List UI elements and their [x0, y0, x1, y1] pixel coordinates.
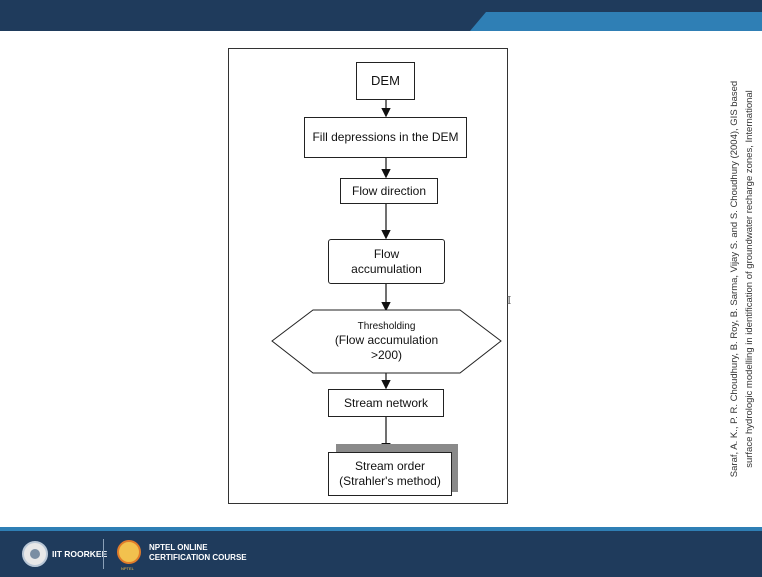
- step-flow-direction-label: Flow direction: [351, 183, 427, 198]
- text-cursor-icon: I: [507, 294, 512, 307]
- step-flow-accumulation-line1: Flow: [373, 246, 400, 261]
- step-stream-order: Stream order (Strahler's method): [328, 452, 452, 496]
- course-title-line2: CERTIFICATION COURSE: [149, 553, 247, 562]
- footer-bar: IIT ROORKEE NPTEL NPTEL ONLINE CERTIFICA…: [0, 531, 762, 577]
- step-stream-order-line2: (Strahler's method): [339, 474, 441, 488]
- step-fill-label: Fill depressions in the DEM: [312, 130, 459, 144]
- threshold-hexagon: [271, 309, 502, 374]
- step-flow-direction: Flow direction: [340, 178, 438, 204]
- step-flow-accumulation-line2: accumulation: [351, 261, 422, 276]
- step-dem-label: DEM: [371, 72, 400, 88]
- citation-block: Saraf, A. K., P. R. Choudhury, B. Roy, B…: [724, 34, 760, 524]
- footer-divider: [103, 539, 104, 569]
- step-stream-network: Stream network: [328, 389, 444, 417]
- citation-line1: Saraf, A. K., P. R. Choudhury, B. Roy, B…: [729, 80, 740, 478]
- course-title: NPTEL ONLINE CERTIFICATION COURSE: [149, 543, 247, 563]
- step-thresholding: Thresholding (Flow accumulation >200): [313, 312, 460, 372]
- step-stream-network-label: Stream network: [343, 395, 429, 410]
- footer-accent-line: [0, 527, 762, 531]
- nptel-logo-icon: [117, 540, 141, 564]
- course-title-line1: NPTEL ONLINE: [149, 543, 208, 552]
- citation-line2: surface hydrologic modelling in identifi…: [744, 90, 755, 468]
- step-thresholding-title: Thresholding: [357, 320, 416, 332]
- step-fill-depressions: Fill depressions in the DEM: [304, 117, 467, 158]
- nptel-logo-label: NPTEL: [121, 566, 134, 571]
- step-flow-accumulation: Flow accumulation: [328, 239, 445, 284]
- step-thresholding-line1: (Flow accumulation: [334, 333, 439, 348]
- citation-text: Saraf, A. K., P. R. Choudhury, B. Roy, B…: [727, 39, 757, 519]
- step-dem: DEM: [356, 62, 415, 100]
- iit-roorkee-logo-icon: [22, 541, 48, 567]
- step-thresholding-line2: >200): [370, 348, 403, 363]
- step-stream-order-line1: Stream order: [354, 459, 426, 473]
- institute-name: IIT ROORKEE: [52, 549, 108, 559]
- header-accent-stripe: [470, 12, 762, 31]
